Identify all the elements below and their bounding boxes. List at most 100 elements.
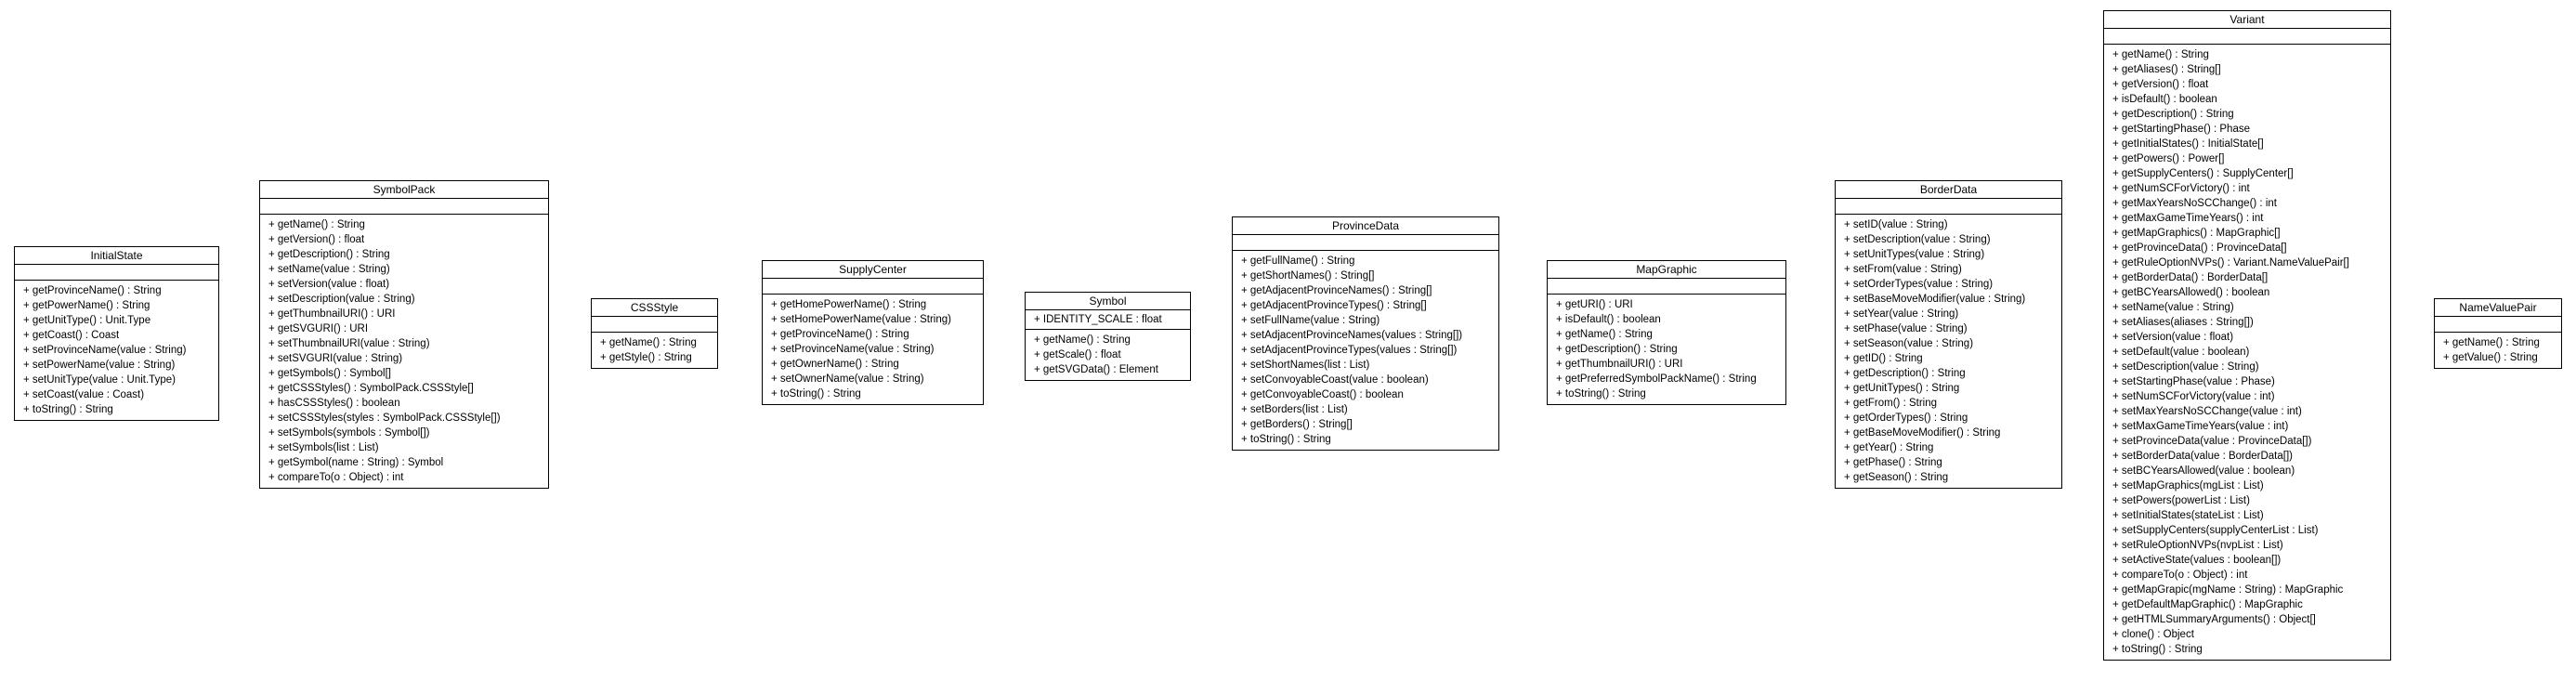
class-attributes: + IDENTITY_SCALE : float [1026, 310, 1190, 330]
operation: + setPhase(value : String) [1844, 323, 1968, 334]
operation: + getScale() : float [1034, 349, 1121, 360]
class-attributes [1233, 235, 1498, 251]
operation: + setShortNames(list : List) [1241, 360, 1370, 371]
operation: + getOwnerName() : String [771, 359, 899, 370]
class-name: Symbol [1026, 293, 1190, 310]
operation: + setID(value : String) [1844, 219, 1948, 230]
class-name: SymbolPack [260, 181, 548, 199]
operation: + setName(value : String) [2112, 302, 2234, 313]
operation: + toString() : String [1241, 434, 1331, 445]
uml-class-province-data: ProvinceData + getFullName() : String + … [1232, 216, 1499, 451]
operation: + getCoast() : Coast [23, 330, 120, 341]
operation: + getSymbol(name : String) : Symbol [268, 457, 444, 468]
operation: + getDefaultMapGraphic() : MapGraphic [2112, 599, 2303, 610]
operation: + setMaxGameTimeYears(value : int) [2112, 421, 2289, 432]
operation: + getConvoyableCoast() : boolean [1241, 389, 1404, 400]
class-operations: + getName() : String + getValue() : Stri… [2435, 333, 2561, 368]
operation: + setBaseMoveModifier(value : String) [1844, 294, 2026, 305]
operation: + compareTo(o : Object) : int [2112, 570, 2248, 581]
operation: + setDescription(value : String) [2112, 361, 2259, 373]
uml-class-border-data: BorderData + setID(value : String) + set… [1835, 180, 2062, 489]
operation: + getBorders() : String[] [1241, 419, 1353, 430]
uml-class-map-graphic: MapGraphic + getURI() : URI + isDefault(… [1547, 260, 1786, 405]
uml-class-css-style: CSSStyle + getName() : String + getStyle… [591, 298, 718, 369]
operation: + setFullName(value : String) [1241, 315, 1380, 326]
operation: + getRuleOptionNVPs() : Variant.NameValu… [2112, 257, 2349, 268]
operation: + setCSSStyles(styles : SymbolPack.CSSSt… [268, 413, 501, 424]
operation: + setName(value : String) [268, 264, 390, 275]
class-name: CSSStyle [592, 299, 717, 317]
uml-class-variant: Variant + getName() : String + getAliase… [2103, 10, 2391, 661]
class-name: ProvinceData [1233, 217, 1498, 235]
class-attributes [1836, 199, 2061, 215]
operation: + getSupplyCenters() : SupplyCenter[] [2112, 168, 2294, 179]
operation: + getUnitType() : Unit.Type [23, 315, 151, 326]
operation: + getFullName() : String [1241, 255, 1355, 267]
operation: + getShortNames() : String[] [1241, 270, 1375, 282]
operation: + getThumbnailURI() : URI [268, 308, 396, 320]
uml-class-symbol-pack: SymbolPack + getName() : String + getVer… [259, 180, 549, 489]
uml-class-name-value-pair: NameValuePair + getName() : String + get… [2434, 298, 2562, 369]
class-attributes [763, 279, 983, 295]
operation: + getOrderTypes() : String [1844, 413, 1968, 424]
operation: + setSymbols(list : List) [268, 442, 379, 453]
operation: + setMaxYearsNoSCChange(value : int) [2112, 406, 2302, 417]
operation: + setProvinceData(value : ProvinceData[]… [2112, 436, 2312, 447]
operation: + setAdjacentProvinceNames(values : Stri… [1241, 330, 1463, 341]
operation: + getDescription() : String [2112, 109, 2234, 120]
operation: + getAliases() : String[] [2112, 64, 2221, 75]
class-operations: + getProvinceName() : String + getPowerN… [15, 281, 218, 420]
operation: + getName() : String [2443, 337, 2540, 348]
operation: + getAdjacentProvinceNames() : String[] [1241, 285, 1432, 296]
operation: + setHomePowerName(value : String) [771, 314, 951, 325]
operation: + getDescription() : String [1844, 368, 1966, 379]
operation: + isDefault() : boolean [1556, 314, 1661, 325]
operation: + setYear(value : String) [1844, 308, 1959, 320]
operation: + setUnitType(value : Unit.Type) [23, 374, 176, 386]
operation: + getUnitTypes() : String [1844, 383, 1960, 394]
uml-class-symbol: Symbol + IDENTITY_SCALE : float + getNam… [1025, 292, 1191, 381]
operation: + setActiveState(values : boolean[]) [2112, 555, 2282, 566]
operation: + getName() : String [1034, 334, 1131, 346]
operation: + getName() : String [600, 337, 697, 348]
operation: + getValue() : String [2443, 352, 2538, 363]
class-attributes [2104, 29, 2390, 45]
operation: + getSymbols() : Symbol[] [268, 368, 391, 379]
operation: + getName() : String [1556, 329, 1653, 340]
operation: + setVersion(value : float) [268, 279, 390, 290]
operation: + getStyle() : String [600, 352, 692, 363]
class-attributes [15, 265, 218, 281]
operation: + getProvinceName() : String [23, 285, 162, 296]
operation: + setDescription(value : String) [268, 294, 415, 305]
operation: + setAliases(aliases : String[]) [2112, 317, 2254, 328]
operation: + getVersion() : float [2112, 79, 2209, 90]
operation: + getURI() : URI [1556, 299, 1633, 310]
class-operations: + getName() : String + getAliases() : St… [2104, 45, 2390, 660]
operation: + setProvinceName(value : String) [771, 344, 935, 355]
operation: + getPowers() : Power[] [2112, 153, 2225, 164]
operation: + setStartingPhase(value : Phase) [2112, 376, 2275, 387]
operation: + setDefault(value : boolean) [2112, 347, 2250, 358]
operation: + getStartingPhase() : Phase [2112, 124, 2250, 135]
operation: + getMapGraphics() : MapGraphic[] [2112, 228, 2281, 239]
operation: + getDescription() : String [268, 249, 390, 260]
operation: + getCSSStyles() : SymbolPack.CSSStyle[] [268, 383, 474, 394]
operation: + toString() : String [771, 388, 861, 399]
class-name: BorderData [1836, 181, 2061, 199]
class-operations: + setID(value : String) + setDescription… [1836, 215, 2061, 488]
operation: + toString() : String [2112, 644, 2203, 655]
operation: + getSVGURI() : URI [268, 323, 369, 334]
operation: + getPhase() : String [1844, 457, 1942, 468]
operation: + getFrom() : String [1844, 398, 1938, 409]
operation: + getID() : String [1844, 353, 1923, 364]
uml-class-initial-state: InitialState + getProvinceName() : Strin… [14, 246, 219, 421]
operation: + getBCYearsAllowed() : boolean [2112, 287, 2270, 298]
operation: + setVersion(value : float) [2112, 332, 2234, 343]
operation: + setNumSCForVictory(value : int) [2112, 391, 2275, 402]
operation: + setRuleOptionNVPs(nvpList : List) [2112, 540, 2283, 551]
class-name: SupplyCenter [763, 261, 983, 279]
operation: + setUnitTypes(value : String) [1844, 249, 1985, 260]
class-name: Variant [2104, 11, 2390, 29]
class-attributes [2435, 317, 2561, 333]
operation: + getMapGrapic(mgName : String) : MapGra… [2112, 584, 2344, 596]
